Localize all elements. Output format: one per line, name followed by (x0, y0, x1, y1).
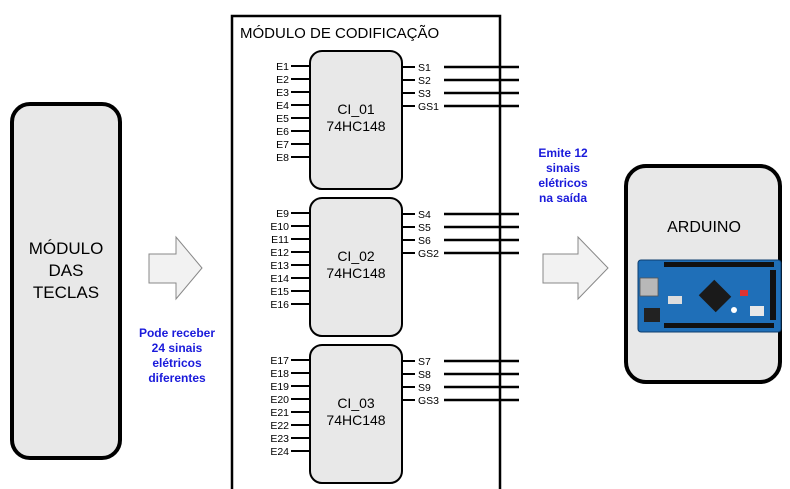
input-note-line-4: diferentes (148, 371, 206, 385)
input-pin-label: E13 (270, 260, 289, 272)
input-pin-label: E2 (276, 74, 289, 86)
chip-name: CI_03 (337, 395, 375, 411)
input-pin-label: E24 (270, 446, 289, 458)
output-pin-label: S9 (418, 382, 431, 394)
chip-name: CI_02 (337, 248, 375, 264)
input-pin-label: E21 (270, 407, 289, 419)
input-note-line-1: Pode receber (139, 326, 215, 340)
module-teclas-line-1: MÓDULO (29, 239, 104, 258)
output-pin-label: S5 (418, 222, 431, 234)
input-pin-label: E15 (270, 286, 289, 298)
input-pin-label: E3 (276, 87, 289, 99)
input-pin-label: E16 (270, 299, 289, 311)
chip-part-number: 74HC148 (326, 412, 385, 428)
input-pin-label: E11 (271, 234, 289, 246)
module-teclas-box (12, 104, 120, 458)
input-pin-label: E1 (276, 61, 289, 73)
output-pin-label: S4 (418, 209, 431, 221)
module-teclas-line-2: DAS (49, 261, 84, 280)
module-teclas-line-3: TECLAS (33, 283, 99, 302)
input-note-line-2: 24 sinais (152, 341, 203, 355)
arduino-module: ARDUINO (626, 166, 781, 382)
encoding-module-title: MÓDULO DE CODIFICAÇÃO (240, 25, 439, 42)
output-pin-label: S2 (418, 75, 431, 87)
input-pin-label: E20 (270, 394, 289, 406)
output-pin-label: GS3 (418, 395, 439, 407)
input-pin-label: E18 (270, 368, 289, 380)
input-pin-label: E4 (276, 100, 289, 112)
output-pin-label: S6 (418, 235, 431, 247)
input-pin-label: E7 (276, 139, 289, 151)
arrow-right-icon (149, 237, 202, 299)
output-note-line-4: na saída (539, 191, 587, 205)
output-pin-label: S1 (418, 62, 431, 74)
output-note-line-3: elétricos (538, 176, 588, 190)
output-note: Emite 12 sinais elétricos na saída (538, 146, 588, 205)
encoder-chips: CI_0174HC148E1E2E3E4E5E6E7E8S1S2S3GS1CI_… (270, 51, 519, 483)
input-pin-label: E12 (270, 247, 289, 259)
module-teclas: MÓDULO DAS TECLAS (12, 104, 120, 458)
input-pin-label: E17 (270, 355, 289, 367)
input-pin-label: E23 (270, 433, 289, 445)
input-pin-label: E6 (276, 126, 289, 138)
chip-name: CI_01 (337, 101, 375, 117)
output-pin-label: S8 (418, 369, 431, 381)
output-pin-label: GS2 (418, 248, 439, 260)
input-pin-label: E14 (270, 273, 289, 285)
input-pin-label: E10 (270, 221, 289, 233)
arduino-board-icon (638, 260, 781, 332)
output-pin-label: GS1 (418, 101, 439, 113)
output-pin-label: S3 (418, 88, 431, 100)
input-pin-label: E19 (270, 381, 289, 393)
chip-part-number: 74HC148 (326, 118, 385, 134)
output-note-line-2: sinais (546, 161, 580, 175)
input-pin-label: E22 (270, 420, 289, 432)
input-pin-label: E9 (276, 208, 289, 220)
input-note: Pode receber 24 sinais elétricos diferen… (139, 326, 215, 385)
chip-part-number: 74HC148 (326, 265, 385, 281)
arrow-right-icon (543, 237, 608, 299)
output-note-line-1: Emite 12 (538, 146, 588, 160)
input-pin-label: E8 (276, 152, 289, 164)
arduino-title: ARDUINO (667, 219, 741, 236)
output-pin-label: S7 (418, 356, 431, 368)
input-pin-label: E5 (276, 113, 289, 125)
input-note-line-3: elétricos (152, 356, 202, 370)
